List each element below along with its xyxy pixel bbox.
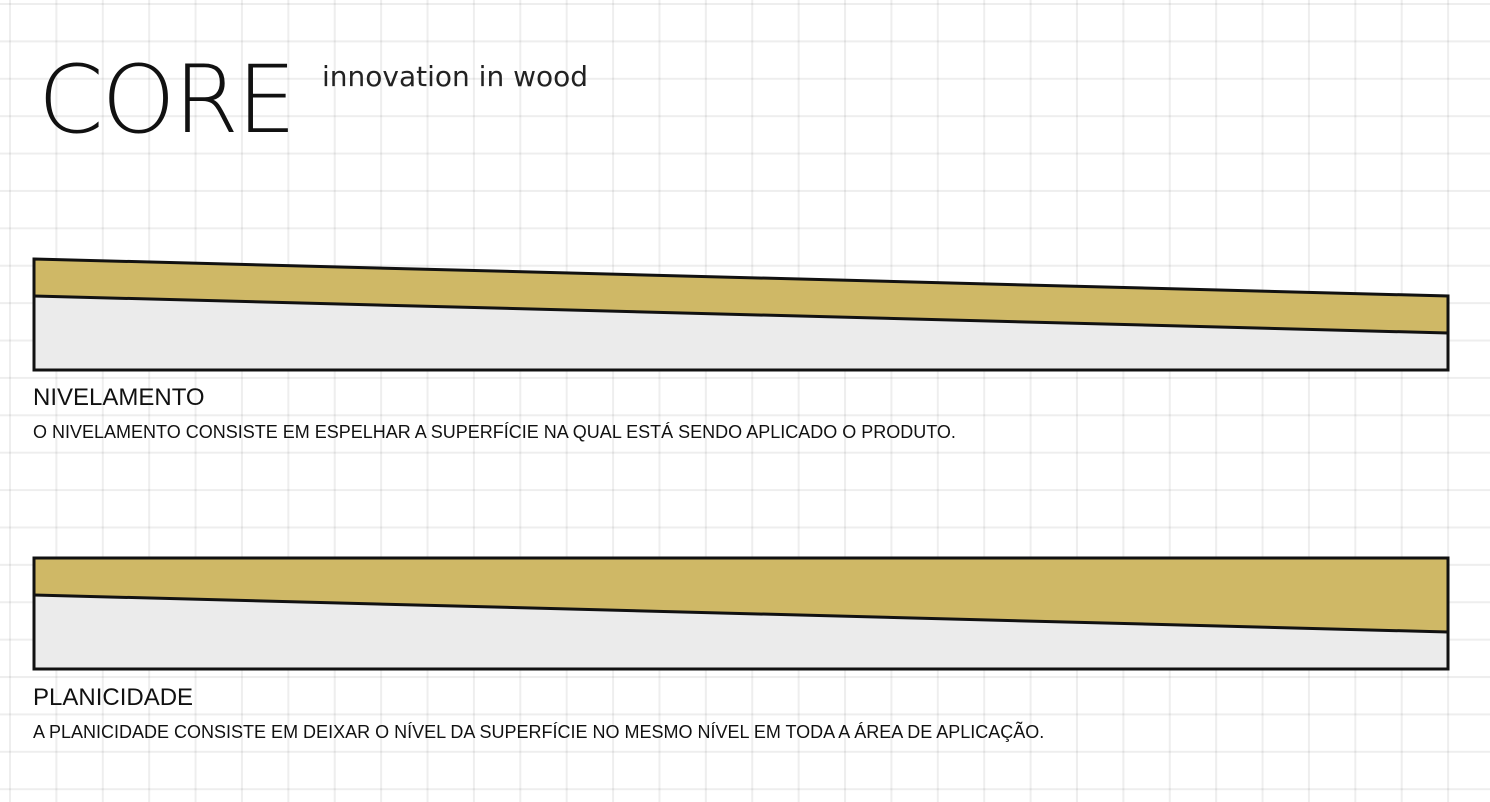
leveling-outline — [32, 257, 1450, 372]
flatness-diagram-svg — [32, 556, 1450, 671]
leveling-description: O NIVELAMENTO CONSISTE EM ESPELHAR A SUP… — [33, 422, 956, 442]
brand-tagline: innovation in wood — [322, 60, 589, 93]
flatness-diagram — [0, 549, 1490, 679]
flatness-outline — [32, 556, 1450, 671]
leveling-diagram-svg — [32, 257, 1450, 372]
leveling-interface-line — [33, 294, 1449, 335]
brand-name: CORE — [38, 46, 296, 155]
leveling-diagram — [0, 250, 1490, 380]
flatness-title: PLANICIDADE — [33, 684, 194, 711]
leveling-base-layer — [34, 296, 1448, 370]
flatness-base-layer — [34, 595, 1448, 669]
flatness-description: A PLANICIDADE CONSISTE EM DEIXAR O NÍVEL… — [33, 722, 1045, 742]
leveling-wood-layer — [34, 259, 1448, 333]
flatness-interface-line — [33, 593, 1449, 634]
leveling-title: NIVELAMENTO — [33, 384, 205, 411]
flatness-wood-layer — [34, 558, 1448, 632]
